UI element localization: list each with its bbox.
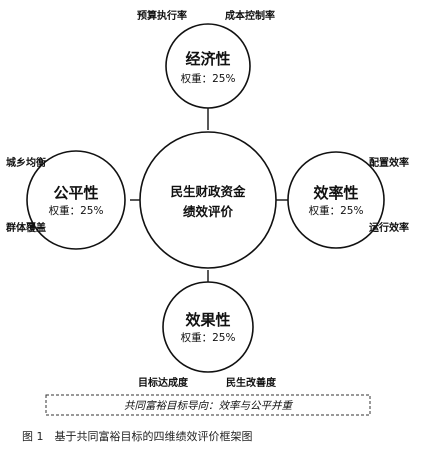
fairness-title: 公平性 — [53, 184, 98, 202]
economy-weight: 权重：25% — [181, 72, 236, 85]
goal-banner-box — [45, 394, 371, 416]
figure-caption: 图 1 基于共同富裕目标的四维绩效评价框架图 — [22, 429, 253, 443]
efficiency-sub-operation: 运行效率 — [369, 221, 409, 234]
economy-circle — [165, 23, 251, 109]
fairness-circle — [26, 150, 126, 250]
center-title-line2: 绩效评价 — [183, 204, 234, 219]
efficiency-sub-allocation: 配置效率 — [369, 156, 409, 169]
goal-banner-text: 共同富裕目标导向：效率与公平并重 — [124, 400, 293, 412]
node-economy: 经济性 权重：25% — [165, 23, 251, 109]
effectiveness-circle — [162, 281, 254, 373]
center-circle — [139, 131, 277, 269]
goal-banner: 共同富裕目标导向：效率与公平并重 — [45, 394, 371, 416]
fairness-sub-group-coverage: 群体覆盖 — [6, 221, 46, 234]
center-title-line1: 民生财政资金 — [170, 184, 246, 199]
efficiency-circle — [287, 151, 385, 249]
efficiency-title: 效率性 — [313, 184, 358, 202]
economy-sub-budget-execution: 预算执行率 — [137, 9, 187, 22]
fairness-weight: 权重：25% — [49, 204, 104, 217]
effectiveness-sub-goal-achievement: 目标达成度 — [138, 376, 189, 389]
fairness-sub-urban-rural: 城乡均衡 — [6, 156, 46, 169]
efficiency-weight: 权重：25% — [309, 204, 364, 217]
node-efficiency: 效率性 权重：25% — [287, 151, 385, 249]
economy-sub-cost-control: 成本控制率 — [225, 9, 275, 22]
center-node: 民生财政资金 绩效评价 — [139, 131, 277, 269]
effectiveness-sub-livelihood-improvement: 民生改善度 — [226, 376, 277, 389]
effectiveness-weight: 权重：25% — [181, 331, 236, 344]
effectiveness-title: 效果性 — [185, 311, 230, 329]
node-effectiveness: 效果性 权重：25% — [162, 281, 254, 373]
node-fairness: 公平性 权重：25% — [26, 150, 126, 250]
economy-title: 经济性 — [185, 50, 230, 68]
